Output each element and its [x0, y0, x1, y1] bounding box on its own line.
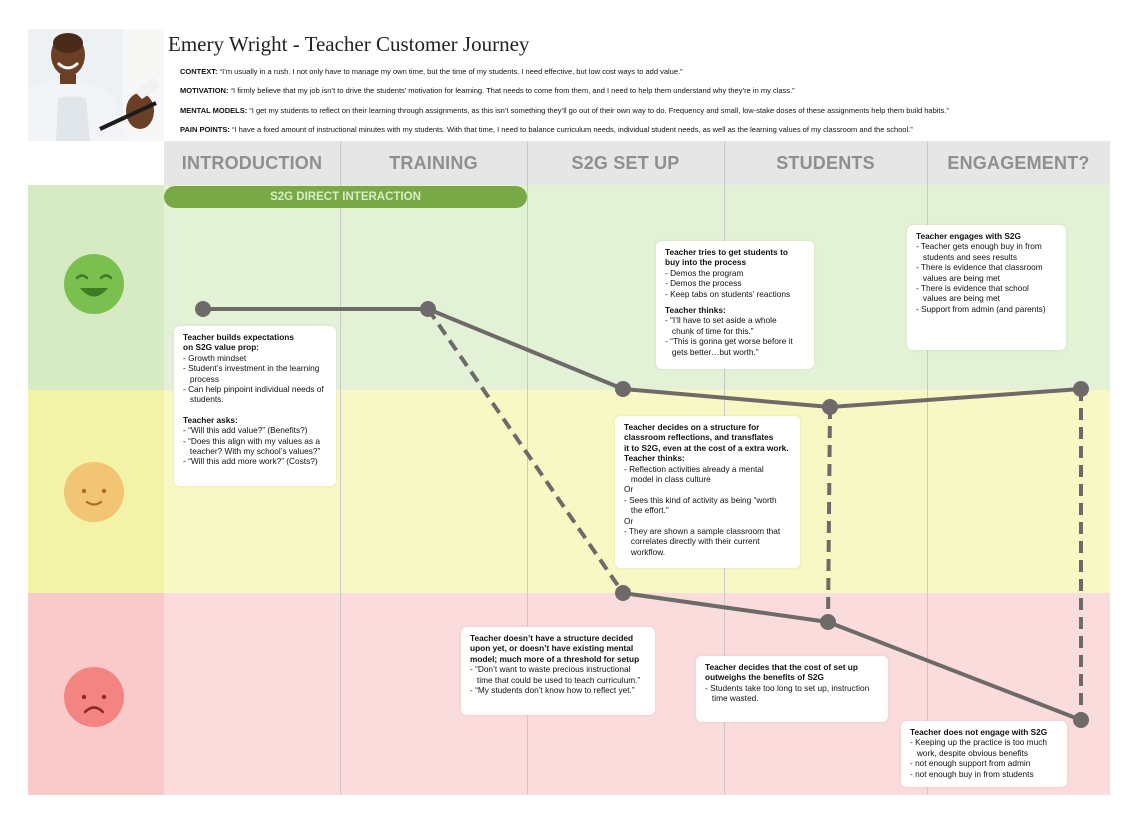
- column-divider: [340, 141, 341, 795]
- note-heading: Teacher tries to get students to buy int…: [665, 247, 788, 268]
- sad-face-icon: [64, 667, 124, 727]
- pain-points-text: “I have a fixed amount of instructional …: [229, 125, 913, 134]
- note-list-2: - “I’ll have to set aside a whole chunk …: [665, 315, 793, 357]
- column-divider: [927, 141, 928, 795]
- context-label: CONTEXT:: [180, 67, 218, 76]
- mental-models-label: MENTAL MODELS:: [180, 106, 248, 115]
- note-heading-2: Teacher thinks:: [665, 305, 726, 316]
- note-list-2: - “Will this add value?” (Benefits?) - “…: [183, 425, 321, 467]
- note-heading: Teacher engages with S2G: [916, 231, 1021, 241]
- phase-engagement: ENGAGEMENT?: [947, 152, 1090, 173]
- note-list: - Reflection activities already a mental…: [624, 463, 781, 557]
- neutral-face-icon: [64, 462, 124, 522]
- phase-setup: S2G SET UP: [571, 152, 680, 173]
- context-line: CONTEXT: “I’m usually in a rush. I not o…: [180, 67, 683, 76]
- phase-training: TRAINING: [389, 152, 478, 173]
- note-list: - Growth mindset - Student’s investment …: [183, 352, 324, 405]
- note-list: - Demos the program - Demos the process …: [665, 267, 791, 299]
- s2g-direct-interaction-pill: S2G DIRECT INTERACTION: [164, 186, 527, 208]
- note-introduction: Teacher builds expectations on S2G value…: [174, 326, 336, 486]
- note-list: - Students take too long to set up, inst…: [705, 682, 870, 704]
- motivation-label: MOTIVATION:: [180, 86, 229, 95]
- note-heading: Teacher builds expectations on S2G value…: [183, 332, 294, 353]
- motivation-text: “I firmly believe that my job isn’t to d…: [228, 86, 795, 95]
- note-list: - Keeping up the practice is too much wo…: [910, 737, 1047, 779]
- note-heading: Teacher doesn’t have a structure decided…: [470, 633, 640, 664]
- persona-photo: [28, 29, 164, 141]
- note-list: - Teacher gets enough buy in from studen…: [916, 241, 1046, 314]
- note-heading: Teacher decides that the cost of set up …: [705, 662, 858, 683]
- phase-students: STUDENTS: [776, 152, 875, 173]
- note-heading: Teacher does not engage with S2G: [910, 727, 1048, 737]
- note-cost-outweighs: Teacher decides that the cost of set up …: [696, 656, 888, 722]
- note-setup-no-structure: Teacher doesn’t have a structure decided…: [461, 627, 655, 715]
- note-setup-structure: Teacher decides on a structure for class…: [615, 416, 800, 568]
- mental-models-text: “I get my students to reflect on their l…: [247, 106, 949, 115]
- phase-introduction: INTRODUCTION: [181, 152, 323, 173]
- pain-points-line: PAIN POINTS: “I have a fixed amount of i…: [180, 125, 913, 134]
- note-students-buy-in: Teacher tries to get students to buy int…: [656, 241, 814, 369]
- phase-header-band: [164, 141, 1110, 185]
- motivation-line: MOTIVATION: “I firmly believe that my jo…: [180, 86, 795, 95]
- context-text: “I’m usually in a rush. I not only have …: [217, 67, 683, 76]
- note-heading-2: Teacher asks:: [183, 414, 238, 425]
- pain-points-label: PAIN POINTS:: [180, 125, 230, 134]
- happy-face-icon: [64, 254, 124, 314]
- note-heading: Teacher decides on a structure for class…: [624, 422, 789, 464]
- persona-avatar: [28, 29, 164, 141]
- note-list: - “Don’t want to waste precious instruct…: [470, 664, 641, 696]
- page-title: Emery Wright - Teacher Customer Journey: [168, 32, 530, 56]
- mental-models-line: MENTAL MODELS: “I get my students to ref…: [180, 106, 949, 115]
- note-engages: Teacher engages with S2G - Teacher gets …: [907, 225, 1066, 350]
- note-not-engage: Teacher does not engage with S2G - Keepi…: [901, 721, 1067, 787]
